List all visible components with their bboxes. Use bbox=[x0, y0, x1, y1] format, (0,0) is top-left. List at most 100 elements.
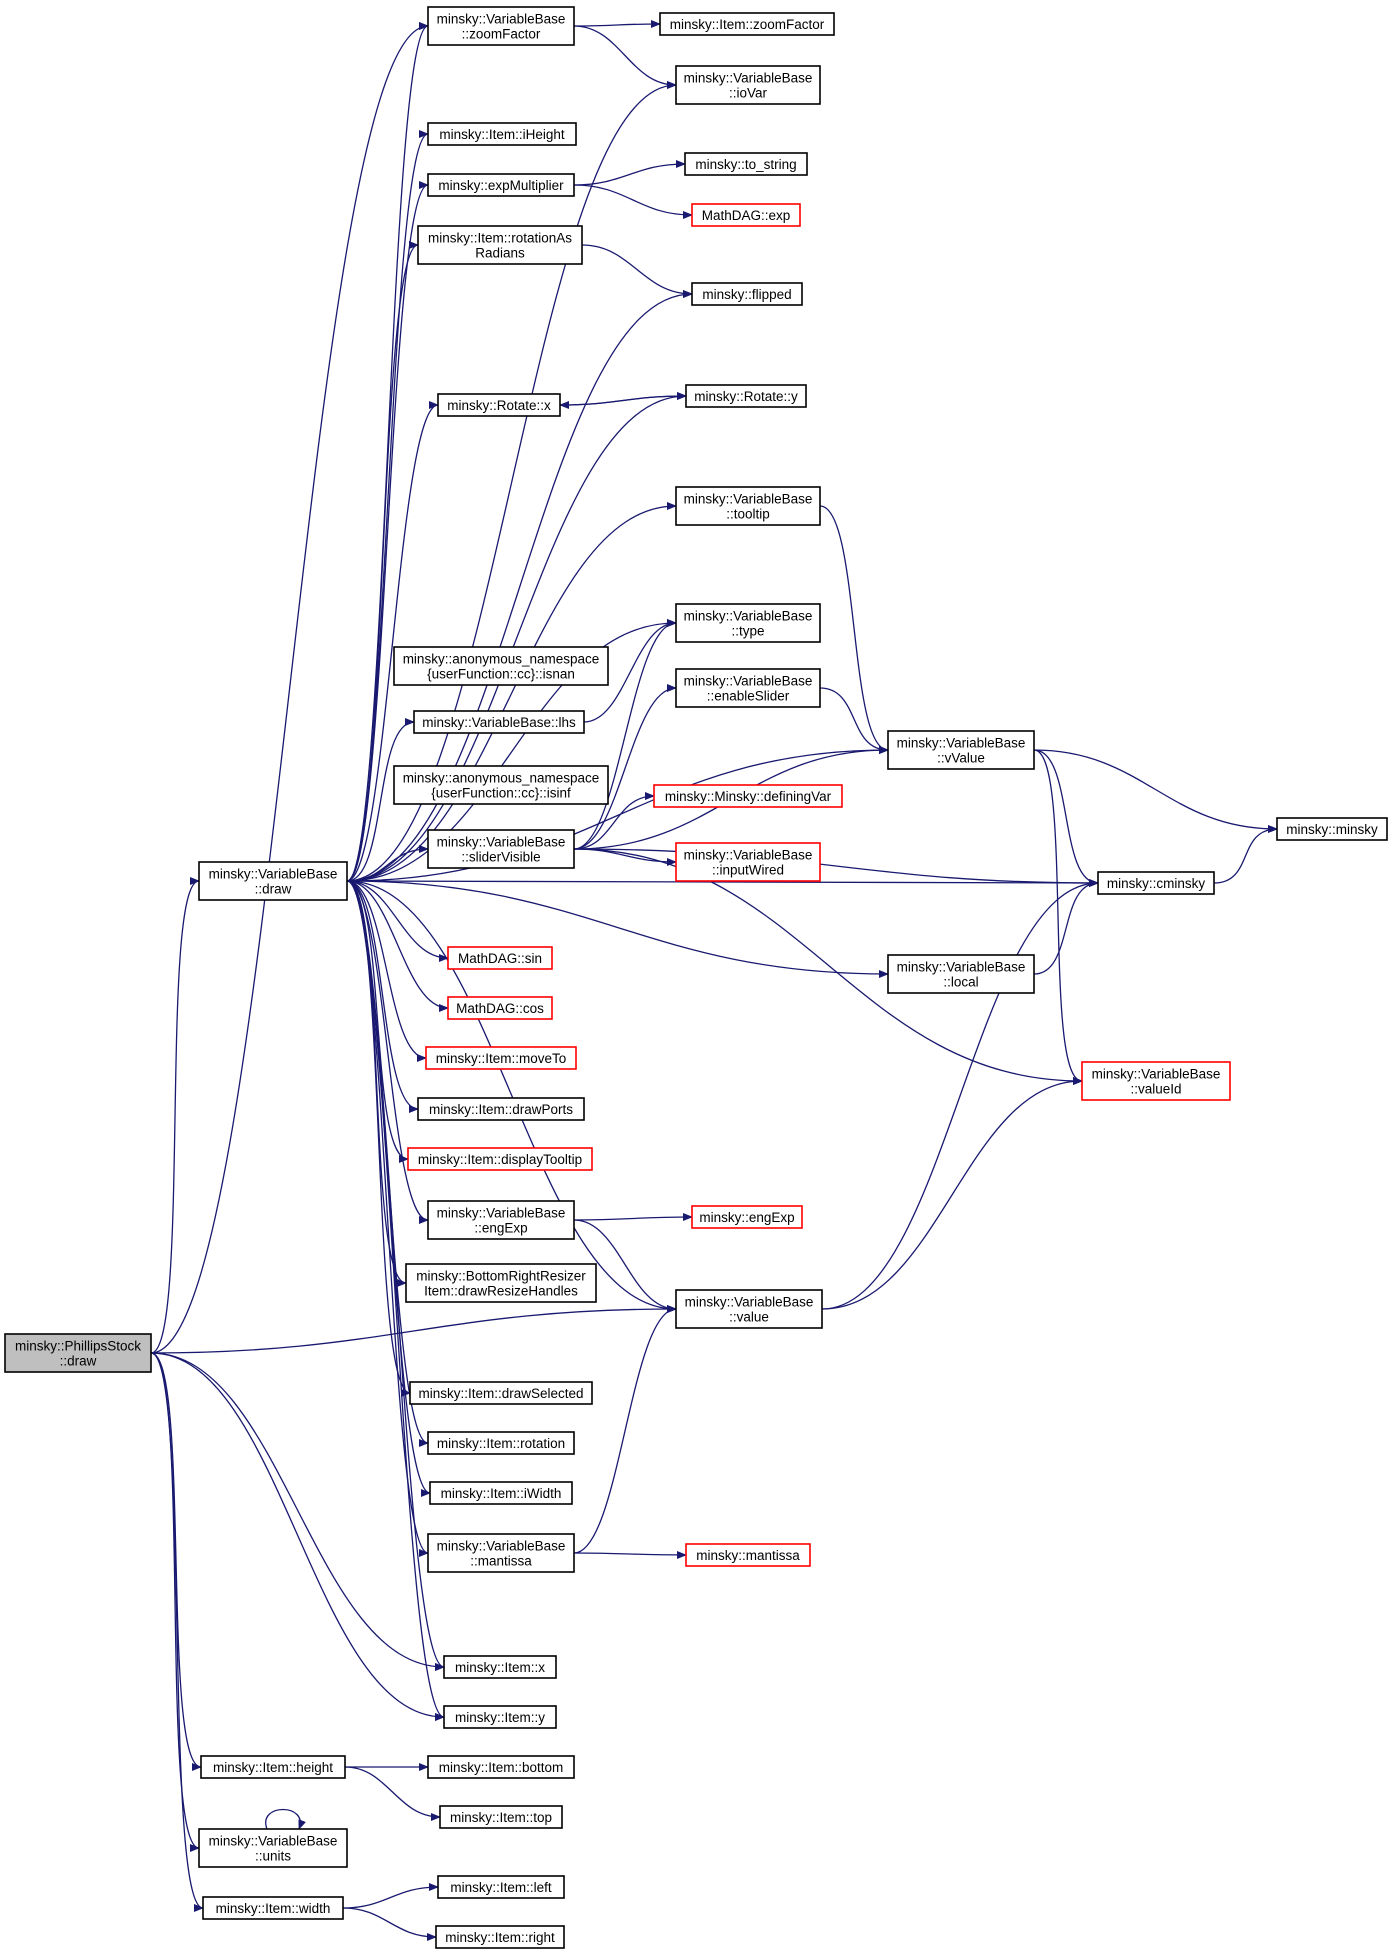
node-vvalue[interactable]: minsky::VariableBase::vValue bbox=[887, 730, 1035, 770]
node-item-y[interactable]: minsky::Item::y bbox=[443, 1705, 557, 1729]
node-label: minsky::Item::height bbox=[213, 1760, 333, 1775]
node-mantissa-vb[interactable]: minsky::VariableBase::mantissa bbox=[427, 1533, 575, 1573]
node-label: ::valueId bbox=[1130, 1082, 1181, 1097]
edge-slidervis-to-cminsky bbox=[573, 848, 1099, 887]
node-tooltip[interactable]: minsky::VariableBase::tooltip bbox=[675, 486, 821, 526]
node-vb-zoom[interactable]: minsky::VariableBase::zoomFactor bbox=[427, 6, 575, 46]
node-box bbox=[443, 1655, 557, 1679]
node-expmul[interactable]: minsky::expMultiplier bbox=[427, 173, 575, 197]
node-box bbox=[443, 1705, 557, 1729]
node-engexp-vb[interactable]: minsky::VariableBase::engExp bbox=[427, 1200, 575, 1240]
edge-line bbox=[573, 160, 686, 186]
node-drawsel[interactable]: minsky::Item::drawSelected bbox=[409, 1381, 593, 1405]
node-mantissa[interactable]: minsky::mantissa bbox=[685, 1543, 811, 1567]
node-rot-x[interactable]: minsky::Rotate::x bbox=[437, 393, 561, 417]
node-box bbox=[427, 1533, 575, 1573]
node-box bbox=[417, 225, 583, 265]
node-vb-iovar[interactable]: minsky::VariableBase::ioVar bbox=[675, 65, 821, 105]
node-label: {userFunction::cc}::isinf bbox=[431, 786, 571, 801]
edge-vb-draw-to-sin bbox=[346, 880, 449, 962]
edge-line bbox=[346, 880, 445, 1721]
edge-line bbox=[150, 1352, 445, 1671]
node-height[interactable]: minsky::Item::height bbox=[200, 1755, 346, 1779]
node-box bbox=[427, 829, 575, 869]
edge-line bbox=[346, 81, 677, 882]
node-slidervis[interactable]: minsky::VariableBase::sliderVisible bbox=[427, 829, 575, 869]
node-value[interactable]: minsky::VariableBase::value bbox=[675, 1289, 823, 1329]
node-flipped[interactable]: minsky::flipped bbox=[691, 282, 803, 306]
node-engexp[interactable]: minsky::engExp bbox=[691, 1205, 803, 1229]
node-units[interactable]: minsky::VariableBase::units bbox=[198, 1828, 348, 1868]
edge-vvalue-to-minsky-minsky bbox=[1033, 749, 1278, 833]
node-box bbox=[675, 668, 821, 708]
edge-vb-draw-to-tooltip bbox=[346, 502, 677, 882]
node-isnan[interactable]: minsky::anonymous_namespace{userFunction… bbox=[393, 646, 609, 686]
node-item-zoom[interactable]: minsky::Item::zoomFactor bbox=[659, 12, 835, 36]
node-cminsky[interactable]: minsky::cminsky bbox=[1097, 871, 1215, 895]
node-left[interactable]: minsky::Item::left bbox=[437, 1875, 565, 1899]
node-box bbox=[200, 1755, 346, 1779]
node-box bbox=[691, 203, 801, 227]
node-vb-draw[interactable]: minsky::VariableBase::draw bbox=[198, 861, 348, 901]
node-rotation[interactable]: minsky::Item::rotation bbox=[427, 1431, 575, 1455]
node-valueid[interactable]: minsky::VariableBase::valueId bbox=[1081, 1061, 1231, 1101]
node-cos[interactable]: MathDAG::cos bbox=[447, 996, 553, 1020]
node-right[interactable]: minsky::Item::right bbox=[435, 1925, 565, 1949]
node-disptooltip[interactable]: minsky::Item::displayTooltip bbox=[407, 1147, 593, 1171]
edge-line bbox=[342, 1883, 439, 1909]
node-sin[interactable]: MathDAG::sin bbox=[447, 946, 553, 970]
node-local[interactable]: minsky::VariableBase::local bbox=[887, 954, 1035, 994]
edge-phillips-to-vb-zoom bbox=[150, 22, 429, 1354]
node-phillips[interactable]: minsky::PhillipsStock::draw bbox=[4, 1333, 152, 1373]
node-item-x[interactable]: minsky::Item::x bbox=[443, 1655, 557, 1679]
edge-vb-draw-to-item-y bbox=[346, 880, 445, 1721]
node-drawports[interactable]: minsky::Item::drawPorts bbox=[417, 1097, 585, 1121]
edge-engexp-vb-to-engexp bbox=[573, 1213, 693, 1222]
node-isinf[interactable]: minsky::anonymous_namespace{userFunction… bbox=[393, 765, 609, 805]
node-box bbox=[685, 384, 807, 408]
node-label: minsky::VariableBase bbox=[684, 71, 813, 86]
node-label: minsky::VariableBase bbox=[684, 609, 813, 624]
edge-phillips-to-item-y bbox=[150, 1352, 445, 1721]
node-mathdag-exp[interactable]: MathDAG::exp bbox=[691, 203, 801, 227]
edge-vb-zoom-to-vb-iovar bbox=[573, 25, 677, 89]
node-bottom[interactable]: minsky::Item::bottom bbox=[427, 1755, 575, 1779]
edge-vb-draw-to-drawports bbox=[346, 880, 419, 1113]
node-to-string[interactable]: minsky::to_string bbox=[684, 152, 808, 176]
edge-line bbox=[1033, 749, 1083, 1085]
node-layer: minsky::PhillipsStock::drawminsky::Varia… bbox=[4, 6, 1388, 1949]
edge-slidervis-to-valueid bbox=[573, 848, 1083, 1085]
node-box bbox=[409, 1381, 593, 1405]
edge-line bbox=[1213, 825, 1278, 884]
node-minsky-minsky[interactable]: minsky::minsky bbox=[1276, 817, 1388, 841]
node-top[interactable]: minsky::Item::top bbox=[439, 1805, 563, 1829]
node-label: ::sliderVisible bbox=[461, 850, 540, 865]
node-box bbox=[427, 1200, 575, 1240]
node-inputwired[interactable]: minsky::VariableBase::inputWired bbox=[675, 842, 821, 882]
node-iwidth[interactable]: minsky::Item::iWidth bbox=[429, 1481, 573, 1505]
node-moveto[interactable]: minsky::Item::moveTo bbox=[425, 1046, 577, 1070]
node-label: minsky::cminsky bbox=[1107, 876, 1206, 891]
node-iheight[interactable]: minsky::Item::iHeight bbox=[427, 122, 577, 146]
edge-phillips-to-vb-draw bbox=[150, 877, 200, 1354]
node-label: minsky::VariableBase::lhs bbox=[422, 715, 576, 730]
node-box bbox=[202, 1896, 344, 1920]
node-box bbox=[1097, 871, 1215, 895]
node-label: minsky::BottomRightResizer bbox=[416, 1269, 586, 1284]
node-definingvar[interactable]: minsky::Minsky::definingVar bbox=[653, 784, 843, 808]
node-box bbox=[417, 1097, 585, 1121]
node-box bbox=[691, 282, 803, 306]
node-box bbox=[447, 946, 553, 970]
node-box bbox=[684, 152, 808, 176]
node-resize[interactable]: minsky::BottomRightResizerItem::drawResi… bbox=[405, 1263, 597, 1303]
node-lhs[interactable]: minsky::VariableBase::lhs bbox=[413, 710, 585, 734]
edge-slidervis-to-enableslider bbox=[573, 684, 677, 850]
node-vtype[interactable]: minsky::VariableBase::type bbox=[675, 603, 821, 643]
node-box bbox=[691, 1205, 803, 1229]
node-width[interactable]: minsky::Item::width bbox=[202, 1896, 344, 1920]
node-label: minsky::VariableBase bbox=[437, 1206, 566, 1221]
node-enableslider[interactable]: minsky::VariableBase::enableSlider bbox=[675, 668, 821, 708]
node-rot-y[interactable]: minsky::Rotate::y bbox=[685, 384, 807, 408]
